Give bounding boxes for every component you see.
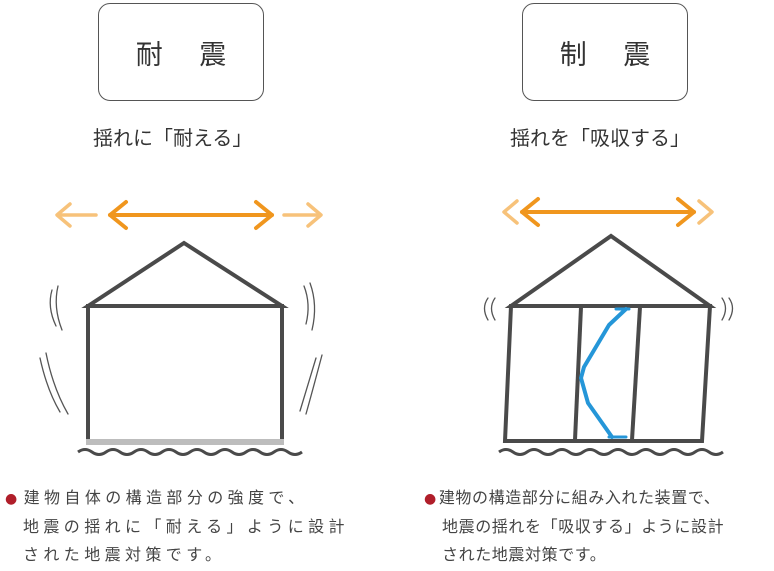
taishin-subtitle: 揺れに「耐える」 [93, 126, 253, 150]
seishin-subtitle: 揺れを「吸収する」 [510, 126, 690, 150]
bullet-icon: ● [424, 491, 437, 507]
seishin-vibration-marks [483, 297, 734, 321]
taishin-title-box: 耐 震 [98, 3, 264, 101]
seishin-desc-line-1: 建物の構造部分に組み入れた装置で、 [438, 488, 721, 507]
taishin-desc-line-2: 地震の揺れに「耐える」ように設計 [23, 517, 349, 536]
seishin-title: 制 震 [559, 39, 665, 71]
bullet-icon: ● [5, 491, 22, 507]
seishin-description: ●建物の構造部分に組み入れた装置で、 地震の揺れを「吸収する」ように設計 された… [424, 484, 724, 569]
seishin-house [502, 233, 717, 443]
taishin-house [81, 240, 289, 443]
seishin-desc-line-2: 地震の揺れを「吸収する」ように設計 [442, 517, 725, 536]
seishin-shake-arrow [502, 197, 714, 227]
taishin-shake-arrow [55, 200, 323, 230]
taishin-foundation [86, 439, 284, 445]
taishin-desc-line-1: 建物自体の構造部分の強度で、 [23, 488, 309, 507]
seishin-title-box: 制 震 [522, 3, 688, 101]
taishin-title: 耐 震 [135, 39, 241, 71]
taishin-desc-line-3: された地震対策です。 [23, 545, 226, 564]
taishin-description: ●建物自体の構造部分の強度で、 地震の揺れに「耐える」ように設計 された地震対策… [5, 484, 349, 569]
seishin-damper [579, 307, 631, 439]
taishin-ground-wave [77, 448, 303, 456]
seishin-desc-line-3: された地震対策です。 [442, 545, 607, 564]
seishin-ground-wave [498, 448, 724, 456]
taishin-vibration-marks [39, 282, 323, 415]
